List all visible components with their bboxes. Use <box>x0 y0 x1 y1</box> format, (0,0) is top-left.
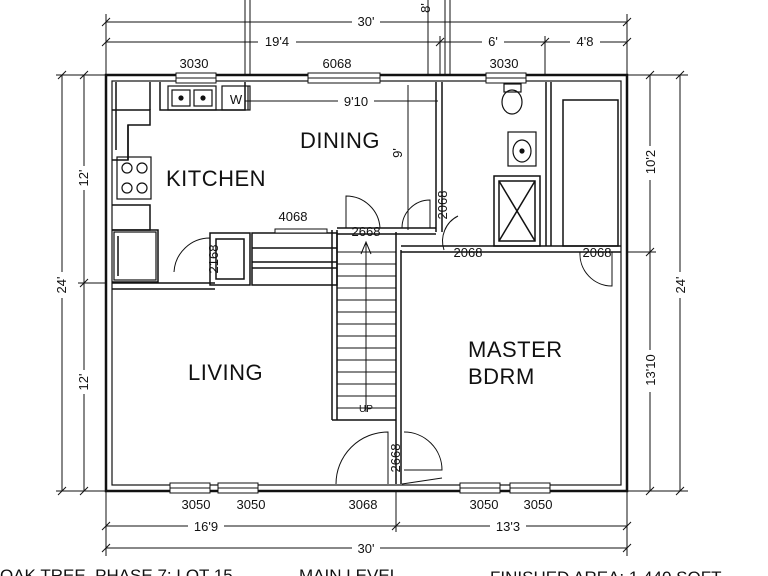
doors <box>173 195 613 485</box>
sink-basin-right <box>193 89 213 107</box>
bath-sink <box>507 131 537 167</box>
label-win-kitchen: 3030 <box>180 56 209 71</box>
interior-walls <box>112 82 621 484</box>
dimension-lines <box>56 0 688 556</box>
label-door-closet-left: 2168 <box>206 245 221 274</box>
dim-dining-height: 9' <box>390 148 405 158</box>
label-win-master-2: 3050 <box>524 497 553 512</box>
label-door-front: 3068 <box>349 497 378 512</box>
dim-top-left: 19'4 <box>265 34 289 49</box>
stair-treads <box>337 251 396 409</box>
fixtures <box>113 83 537 281</box>
door-stair-bottom <box>403 431 443 471</box>
label-opening-kitchen: 4068 <box>279 209 308 224</box>
refrigerator <box>113 231 157 281</box>
door-left-closet <box>173 237 211 273</box>
toilet <box>501 89 523 115</box>
room-dining: DINING <box>300 128 380 153</box>
washer <box>221 85 251 111</box>
label-door-master-closet: 2068 <box>583 245 612 260</box>
opening-labels: 3030 6068 3030 4068 2668 2068 2168 2068 … <box>180 56 612 512</box>
room-master-line2: BDRM <box>468 364 535 389</box>
door-master-closet <box>579 251 613 287</box>
sink-basin-left <box>171 89 191 107</box>
dim-bottom-left: 16'9 <box>194 519 218 534</box>
dimension-labels: 30' 19'4 6' 4'8 8' 16'9 13'3 30' 12' 24'… <box>54 3 688 556</box>
kitchen-inner-opening <box>274 228 328 234</box>
room-living: LIVING <box>188 360 263 385</box>
door-front <box>335 431 389 485</box>
label-win-living-2: 3050 <box>237 497 266 512</box>
label-door-hall: 2068 <box>435 191 450 220</box>
dim-right-lower: 13'10 <box>643 354 658 385</box>
room-kitchen: KITCHEN <box>166 166 266 191</box>
room-master-line1: MASTER <box>468 337 563 362</box>
stair-up-label: UP <box>359 404 373 415</box>
dim-top-right: 4'8 <box>577 34 594 49</box>
dim-dining-width: 9'10 <box>344 94 368 109</box>
dim-top-mid: 6' <box>488 34 498 49</box>
label-door-bath-lower: 2068 <box>454 245 483 260</box>
label-door-stair-bottom: 2668 <box>388 444 403 473</box>
label-door-stair-top: 2668 <box>352 224 381 239</box>
dim-bottom-right: 13'3 <box>496 519 520 534</box>
dim-left-upper: 12' <box>76 170 91 187</box>
dim-right-upper: 10'2 <box>643 150 658 174</box>
label-win-dining: 6068 <box>323 56 352 71</box>
door-hall-bath <box>401 199 431 229</box>
label-win-living-1: 3050 <box>182 497 211 512</box>
dim-left-lower: 12' <box>76 374 91 391</box>
footer: OAK TREE, PHASE 7: LOT 15 MAIN LEVEL FIN… <box>0 566 721 576</box>
kitchen-sink <box>167 85 217 111</box>
dim-top-stub: 8' <box>418 3 433 13</box>
label-win-master-1: 3050 <box>470 497 499 512</box>
label-win-bath: 3030 <box>490 56 519 71</box>
staircase <box>360 240 372 412</box>
dim-bottom-total: 30' <box>358 541 375 556</box>
footer-left: OAK TREE, PHASE 7: LOT 15 <box>0 566 233 576</box>
dim-top-total: 30' <box>358 14 375 29</box>
room-labels: KITCHEN DINING LIVING MASTER BDRM <box>166 128 563 389</box>
dim-left-total: 24' <box>54 277 69 294</box>
door-bath-lower <box>442 215 459 251</box>
stove <box>116 156 152 200</box>
dim-right-total: 24' <box>673 277 688 294</box>
door-dining-stair <box>345 195 381 229</box>
footer-right: FINISHED AREA: 1,440 SQFT <box>490 568 721 576</box>
washer-label: W <box>230 92 243 107</box>
footer-center: MAIN LEVEL <box>299 566 399 576</box>
windows <box>169 72 551 494</box>
